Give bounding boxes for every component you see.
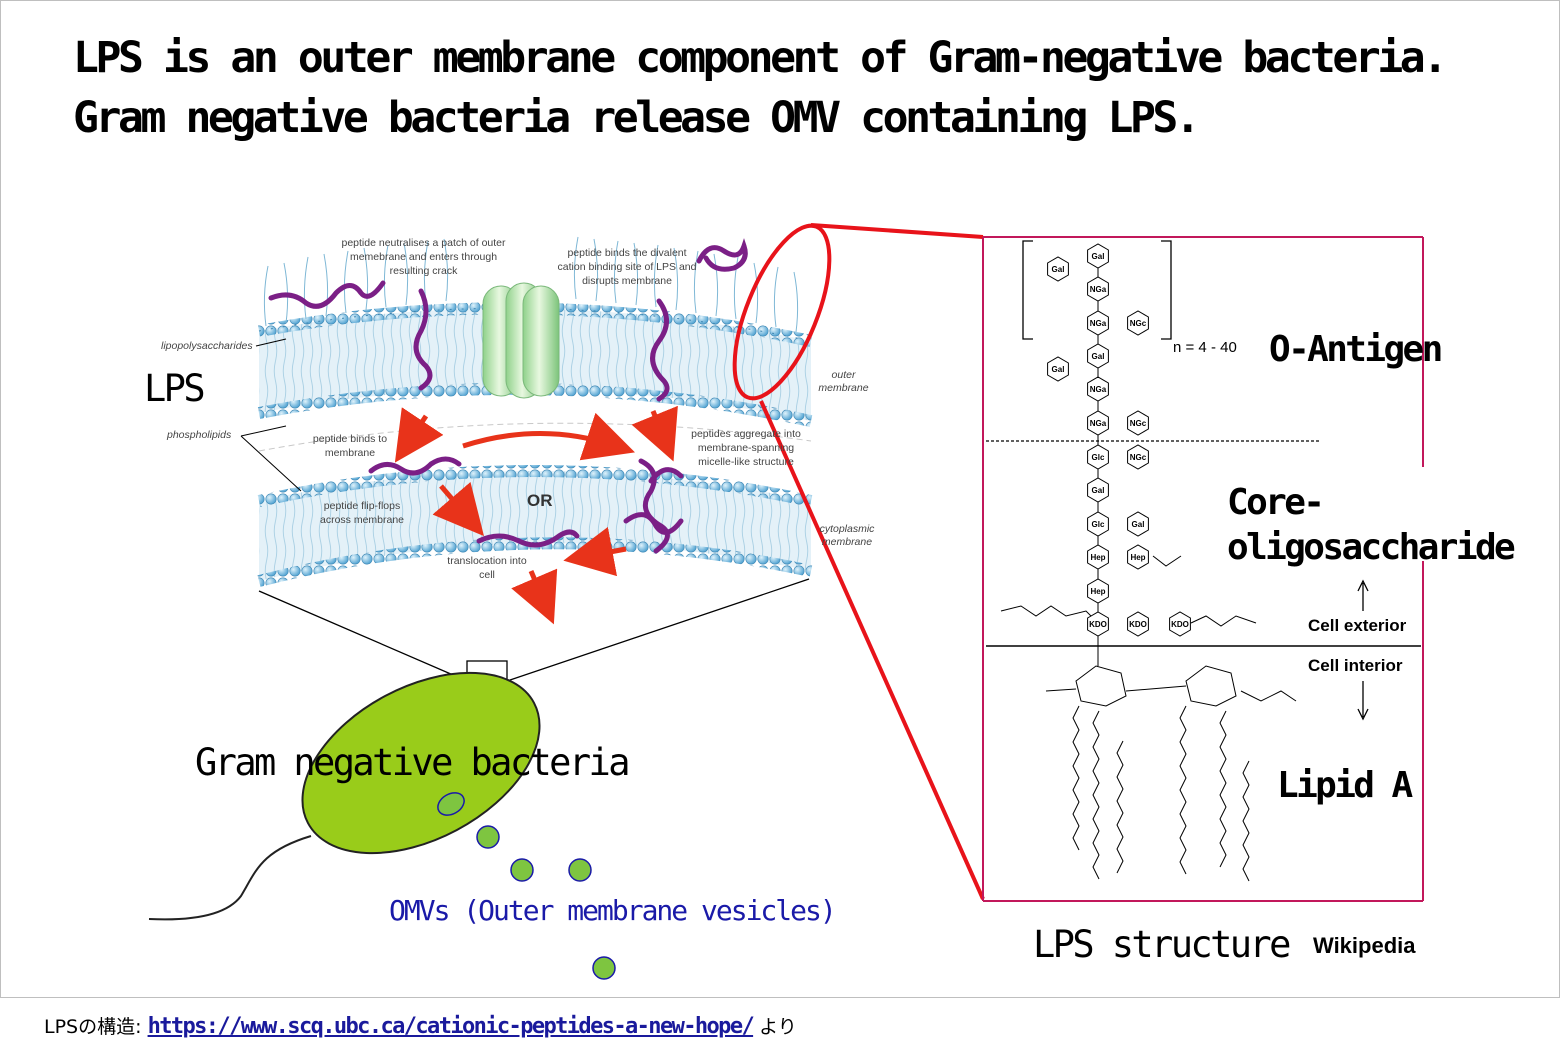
note-binds: peptide binds to membrane xyxy=(312,433,388,459)
sugar-hexagon xyxy=(1127,444,1149,470)
outer-membrane-label: outer membrane xyxy=(818,369,869,394)
sugar-hexagon xyxy=(1047,356,1069,382)
sugar-hexagon xyxy=(1127,310,1149,336)
sugar-hexagon xyxy=(1087,376,1109,402)
lps-structure-panel xyxy=(982,236,1424,902)
note-flip: peptide flip-flops across membrane xyxy=(319,500,405,526)
sugar-label: NGa xyxy=(1090,419,1107,428)
sugar-label: Hep xyxy=(1090,587,1105,596)
lps-highlight xyxy=(732,223,985,900)
sugar-hexagon xyxy=(1087,511,1109,537)
sugar-hexagon xyxy=(1169,611,1191,637)
footer-suffix: より xyxy=(759,1016,797,1038)
omv-vesicle xyxy=(568,858,592,882)
slide: LPS is an outer membrane component of Gr… xyxy=(0,0,1560,998)
sugar-hexagon xyxy=(1127,611,1149,637)
sugar-label: KDO xyxy=(1129,620,1147,629)
sugar-label: Hep xyxy=(1130,553,1145,562)
budding-omv xyxy=(437,792,465,816)
omv-vesicle xyxy=(476,825,500,849)
bacterium-body xyxy=(301,671,541,855)
sugar-hexagon xyxy=(1087,410,1109,436)
note-translocation: translocation into cell xyxy=(447,555,527,581)
sugar-hexagon xyxy=(1047,256,1069,282)
sugar-label: KDO xyxy=(1089,620,1107,629)
zoom-lines xyxy=(258,578,810,702)
sugar-label: NGa xyxy=(1090,285,1107,294)
sugar-label: Glc xyxy=(1092,520,1105,529)
sugar-label: NGc xyxy=(1130,319,1147,328)
o-antigen-label: O-Antigen xyxy=(1269,329,1443,370)
sugar-label: Gal xyxy=(1092,486,1105,495)
omv-vesicles xyxy=(476,825,616,980)
sugar-hexagon xyxy=(1087,276,1109,302)
sugar-hexagon xyxy=(1087,243,1109,269)
cytoplasmic-membrane xyxy=(257,422,813,587)
omv-vesicle xyxy=(592,956,616,980)
sugar-label: NGa xyxy=(1090,319,1107,328)
repeat-label: n = 4 - 40 xyxy=(1173,339,1237,356)
note-or: OR xyxy=(527,491,553,510)
porin-channel xyxy=(482,282,560,399)
lipid-a-label: Lipid A xyxy=(1277,765,1413,806)
lps-structure-caption: LPS structure xyxy=(1033,923,1291,966)
sugar-label: Glc xyxy=(1092,453,1105,462)
title-line-1: LPS is an outer membrane component of Gr… xyxy=(73,33,1448,83)
sugar-hexagon xyxy=(1087,578,1109,604)
core-label: Core- xyxy=(1227,482,1325,523)
omv-vesicle xyxy=(510,858,534,882)
phospholipids-label: phospholipids xyxy=(167,429,232,441)
sugar-label: Gal xyxy=(1052,365,1065,374)
sugar-label: Gal xyxy=(1092,252,1105,261)
sugar-hexagon xyxy=(1087,544,1109,570)
lipopolysaccharides-label: lipopolysaccharides xyxy=(161,340,253,352)
sugar-hexagon xyxy=(1127,511,1149,537)
cell-exterior-label: Cell exterior xyxy=(1308,616,1407,635)
sugar-label: NGc xyxy=(1130,419,1147,428)
sugar-label: Gal xyxy=(1052,265,1065,274)
omv-label: OMVs (Outer membrane vesicles) xyxy=(389,894,837,927)
leader-lines xyxy=(240,338,302,492)
sugar-label: KDO xyxy=(1171,620,1189,629)
sugar-hexagon xyxy=(1127,544,1149,570)
source-link[interactable]: https://www.scq.ubc.ca/cationic-peptides… xyxy=(147,1014,755,1039)
sugar-hexagon xyxy=(1087,611,1109,637)
note-crack: peptide neutralises a patch of outer mem… xyxy=(341,237,506,277)
sugar-label: NGc xyxy=(1130,453,1147,462)
footer: LPSの構造: https://www.scq.ubc.ca/cationic-… xyxy=(44,1012,797,1039)
sugar-hexagon xyxy=(1087,477,1109,503)
core-label-2: oligosaccharide xyxy=(1227,527,1516,568)
peptides xyxy=(268,238,748,554)
bacterium xyxy=(148,671,541,921)
cell-interior-label: Cell interior xyxy=(1308,656,1403,675)
bacteria-label: Gram negative bacteria xyxy=(195,741,630,784)
wikipedia-source: Wikipedia xyxy=(1313,933,1416,958)
footer-prefix: LPSの構造: xyxy=(44,1016,142,1038)
sugar-label: Gal xyxy=(1092,352,1105,361)
sugar-hexagon xyxy=(1087,444,1109,470)
cytoplasmic-membrane-label: cytoplasmic membrane xyxy=(819,523,875,548)
diagram-graphics: GalGalNGaNGaNGcGalGalNGaNGaNGcGlcNGcGalG… xyxy=(148,223,1424,980)
lps-label: LPS xyxy=(144,367,206,410)
sugar-hexagon xyxy=(1127,410,1149,436)
sugar-hexagon xyxy=(1087,343,1109,369)
pathway-arrows xyxy=(394,405,678,625)
sugar-label: Gal xyxy=(1132,520,1145,529)
sugar-label: NGa xyxy=(1090,385,1107,394)
note-aggregate: peptides aggregate into membrane-spannin… xyxy=(691,428,801,468)
sugar-label: Hep xyxy=(1090,553,1105,562)
title-line-2: Gram negative bacteria release OMV conta… xyxy=(73,93,1201,143)
sugar-hexagon xyxy=(1087,310,1109,336)
flagellum xyxy=(148,835,312,921)
note-divalent: peptide binds the divalent cation bindin… xyxy=(557,247,697,287)
